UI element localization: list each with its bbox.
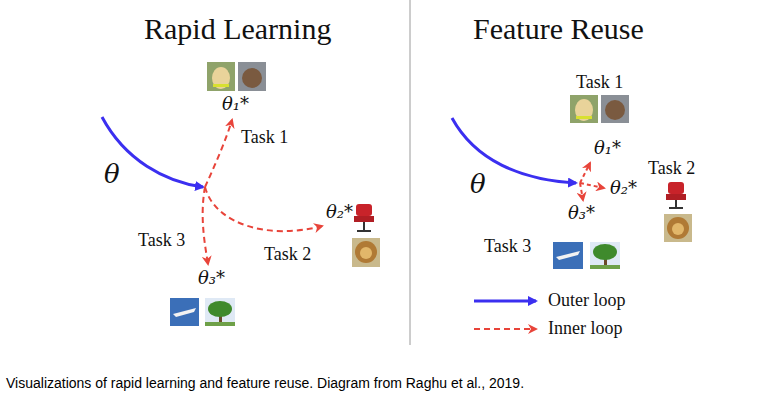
parameter-symbol: θ [104,160,120,190]
dog-image [207,62,235,91]
legend-line-sample [474,300,536,303]
task-parameter: θ₂* [326,202,353,223]
plane-image [553,242,583,269]
task-label: Task 2 [648,158,695,179]
panel-heading: Rapid Learning [144,12,331,47]
lion-image [664,214,692,242]
inner-loop-arrow [580,183,583,200]
panel-heading: Feature Reuse [473,12,644,47]
task-label: Task 3 [138,230,185,251]
task-parameter: θ₁* [222,94,249,115]
task-parameter: θ₃* [568,203,595,224]
task-parameter: θ₃* [198,268,225,289]
inner-loop-arrow [580,163,590,183]
tree-image [205,298,235,326]
chair-image [354,204,374,231]
task-label: Task 3 [484,236,531,257]
tree-image [590,242,620,269]
chair-image [666,182,686,208]
cat-image [601,95,629,123]
legend-text: Outer loop [548,290,625,311]
divider-line [410,0,411,345]
task-label: Task 1 [241,127,288,148]
figure-caption: Visualizations of rapid learning and fea… [6,375,524,391]
legend-text: Inner loop [548,318,622,339]
inner-loop-arrow [205,187,322,231]
task-label: Task 1 [576,72,623,93]
inner-loop-arrow [205,120,232,187]
parameter-symbol: θ [470,170,486,200]
plane-image [170,298,199,326]
inner-loop-arrow [203,187,208,264]
inner-loop-arrow [580,183,604,188]
task-parameter: θ₁* [594,138,621,159]
cat-image [238,62,266,91]
dog-image [570,95,598,123]
legend-line-sample [474,328,536,330]
task-parameter: θ₂* [610,178,637,199]
task-label: Task 2 [264,244,311,265]
lion-image [352,238,380,267]
